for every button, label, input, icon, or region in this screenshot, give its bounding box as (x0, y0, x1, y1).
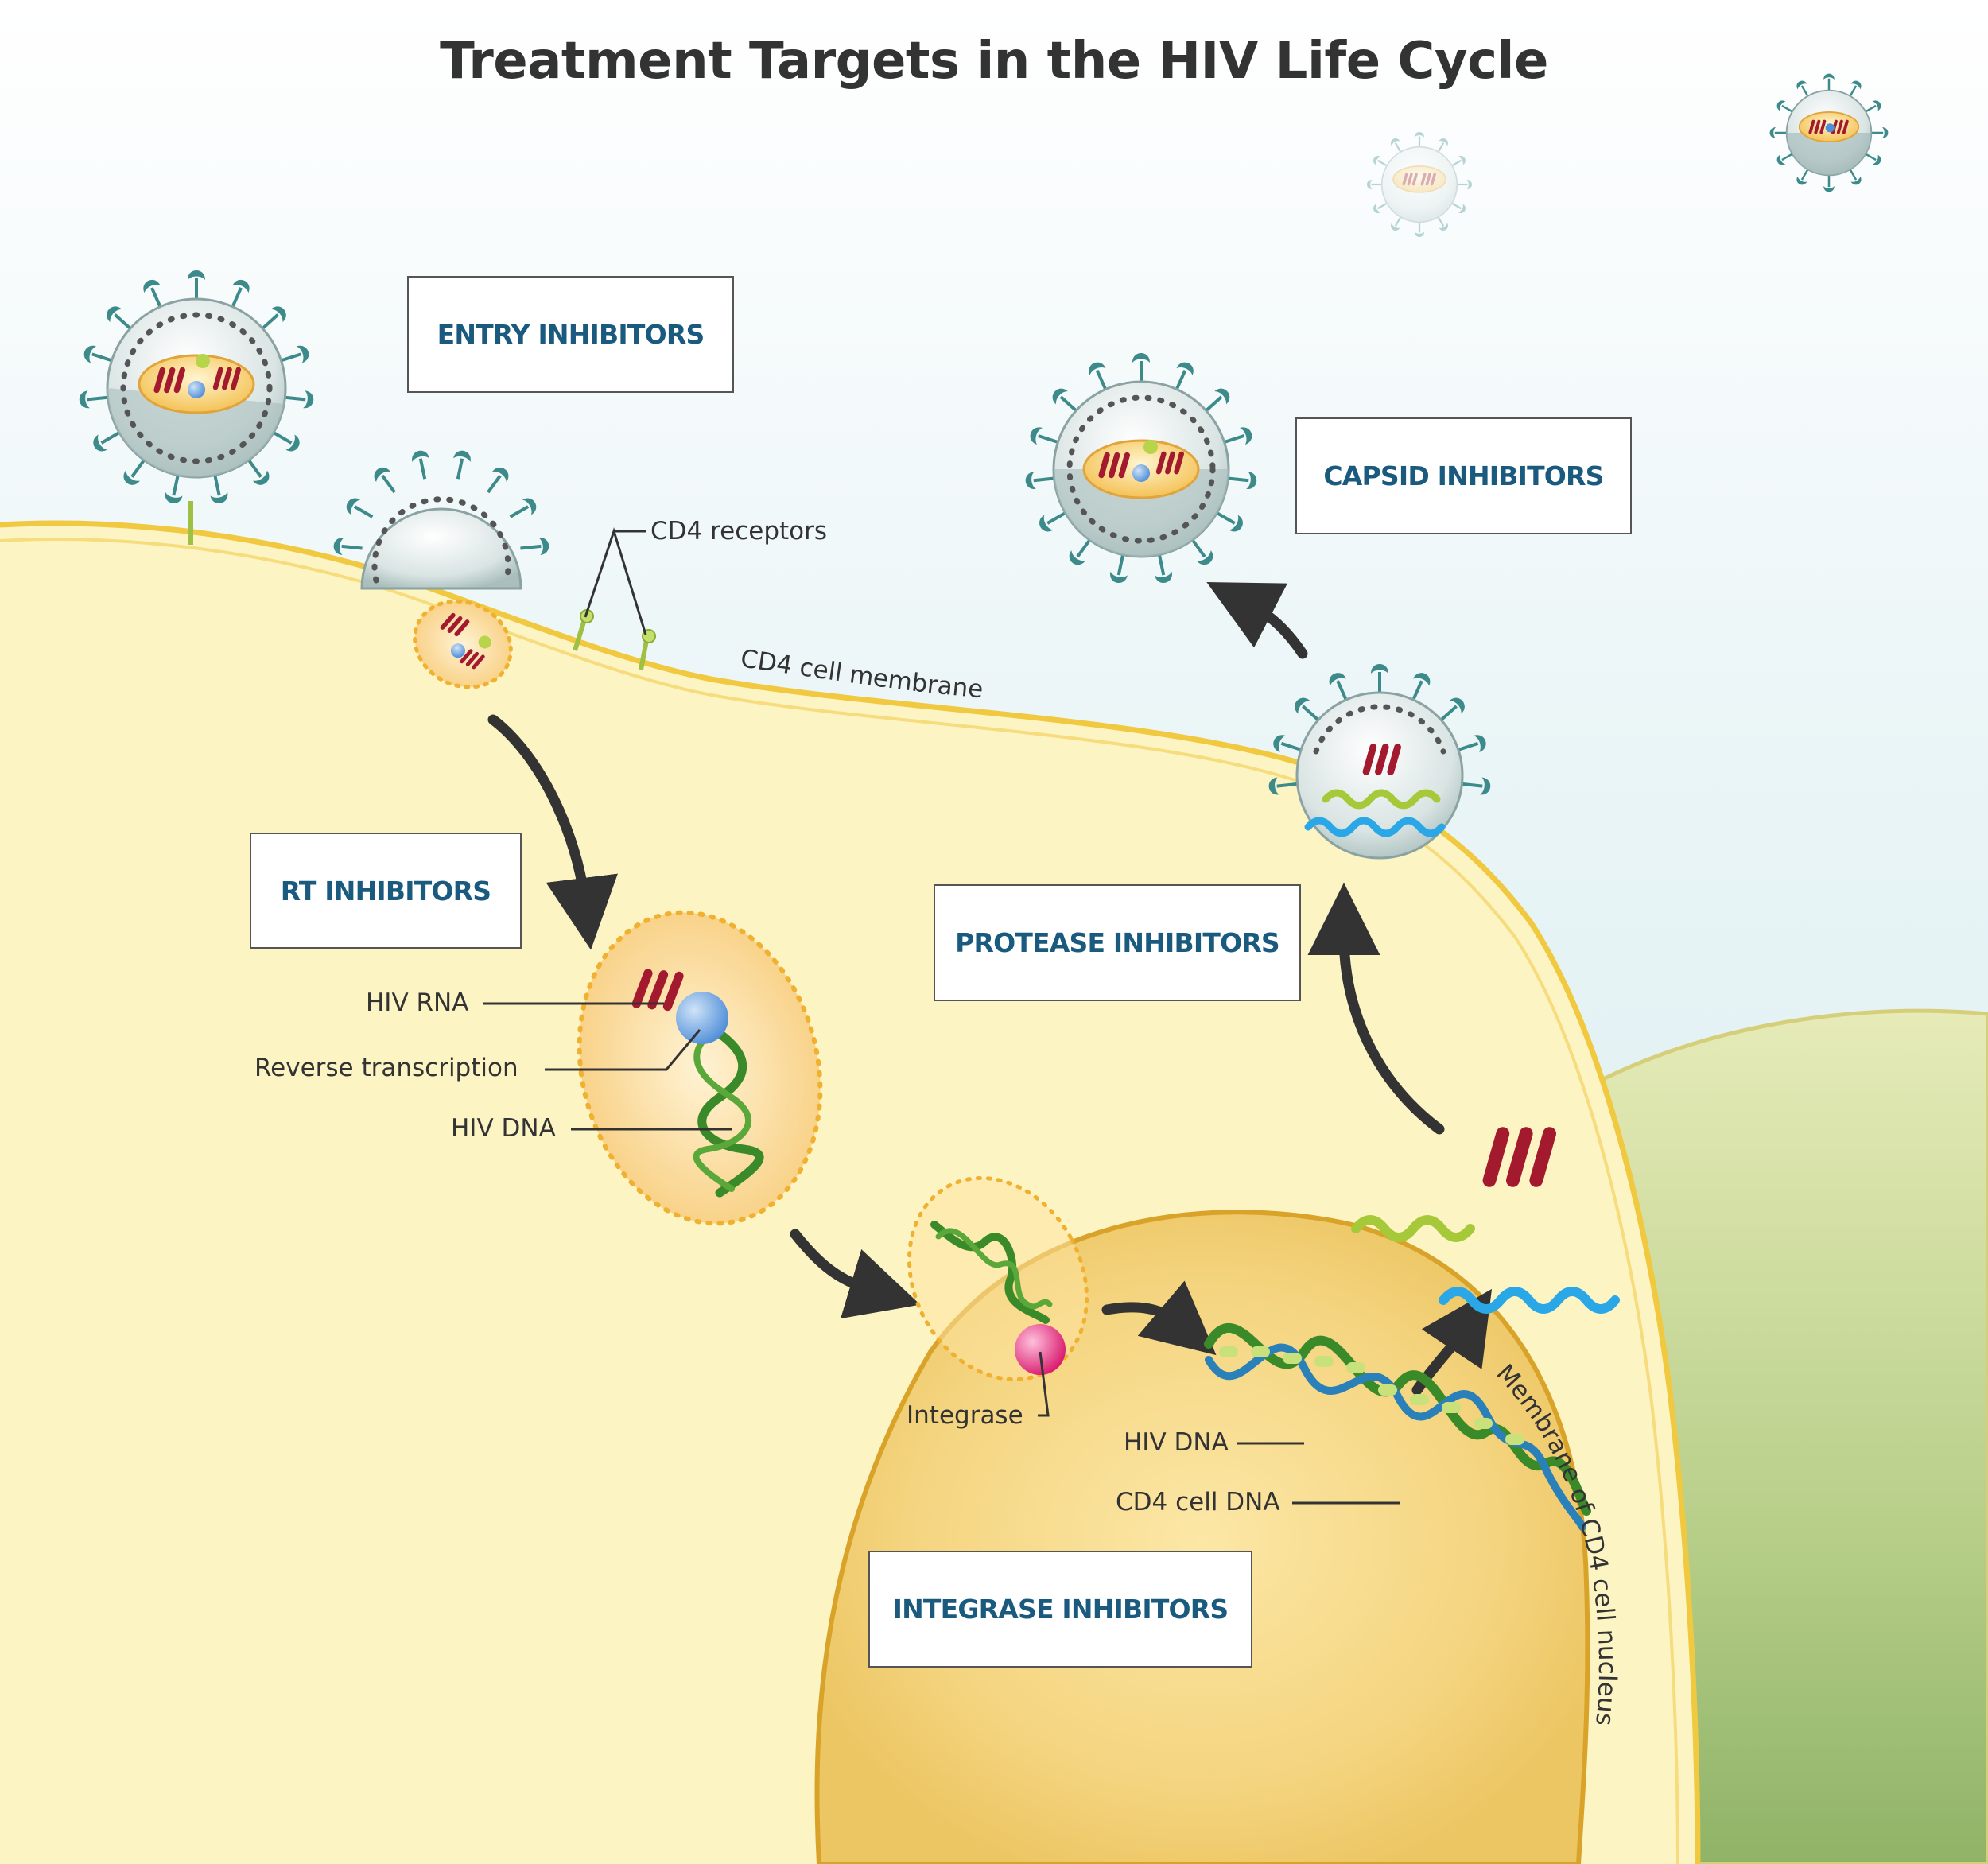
protease-inhibitors-label: PROTEASE INHIBITORS (955, 927, 1280, 958)
cd4-dna-label: CD4 cell DNA (1116, 1488, 1280, 1516)
protease-inhibitors-box: PROTEASE INHIBITORS (934, 884, 1301, 1001)
hiv-virion-icon (76, 269, 316, 507)
cd4-receptors-leader (584, 527, 647, 635)
mrna-strand-icon (1439, 1287, 1620, 1314)
integrase-label: Integrase (907, 1401, 1023, 1430)
mrna-strand-icon (1351, 1215, 1475, 1242)
rt-inhibitors-label: RT INHIBITORS (280, 875, 491, 907)
arrow-budding-to-mature (1206, 581, 1308, 659)
reverse-transcription-label: Reverse transcription (254, 1054, 518, 1082)
arrow-integrase-to-nucleus (1101, 1280, 1217, 1356)
hiv-virion-icon (1769, 72, 1889, 193)
entry-inhibitors-box: ENTRY INHIBITORS (407, 276, 734, 393)
reverse-transcription-leader (545, 1029, 701, 1071)
reverse-transcriptase-icon (676, 992, 728, 1044)
hiv-dna-rt-label: HIV DNA (451, 1114, 556, 1143)
neighbor-cell (1596, 1008, 1988, 1864)
capsid-inhibitors-label: CAPSID INHIBITORS (1323, 460, 1604, 491)
hiv-capsid-icon (413, 599, 513, 689)
integrase-enzyme-icon (1015, 1324, 1066, 1375)
hiv-virion-icon (1266, 662, 1493, 860)
hiv-virion-icon (1023, 351, 1260, 587)
dna-helix-icon (930, 1221, 1053, 1324)
integrase-leader (1038, 1351, 1050, 1417)
hiv-dna-nucleus-label: HIV DNA (1124, 1428, 1229, 1457)
arrow-cytoplasm-to-budding (1307, 883, 1445, 1135)
hiv-rna-label: HIV RNA (366, 988, 469, 1017)
dna-helix-icon (1204, 1322, 1591, 1531)
capsid-inhibitors-box: CAPSID INHIBITORS (1295, 417, 1632, 534)
page-title: Treatment Targets in the HIV Life Cycle (440, 32, 1548, 91)
integrase-inhibitors-label: INTEGRASE INHIBITORS (892, 1594, 1229, 1625)
integrase-inhibitors-box: INTEGRASE INHIBITORS (868, 1551, 1252, 1668)
rt-inhibitors-box: RT INHIBITORS (250, 833, 522, 949)
cd4-receptors-label: CD4 receptors (650, 517, 828, 546)
arrow-rt-to-integrase (790, 1229, 921, 1319)
hiv-virion-icon (1365, 130, 1474, 239)
arrow-entry-to-rt (487, 714, 618, 950)
entry-inhibitors-label: ENTRY INHIBITORS (437, 319, 705, 350)
hiv-virion-icon (331, 447, 552, 590)
